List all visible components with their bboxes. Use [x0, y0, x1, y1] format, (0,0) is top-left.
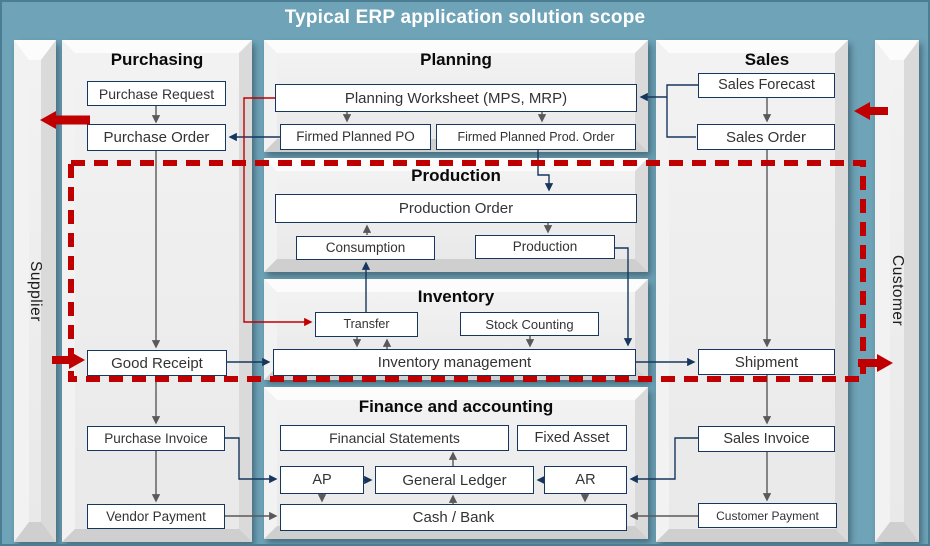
production-box: Production — [475, 235, 615, 259]
supplier-bar: Supplier — [14, 40, 56, 542]
ap-box: AP — [280, 466, 364, 494]
supplier-label: Supplier — [27, 260, 44, 322]
ar-box: AR — [544, 466, 627, 494]
purchasing-header: Purchasing — [110, 50, 204, 69]
sales-header: Sales — [744, 50, 790, 69]
purchase-order-box: Purchase Order — [87, 124, 226, 151]
inventory-management-box: Inventory management — [273, 349, 636, 376]
stock-counting-box: Stock Counting — [460, 312, 599, 336]
good-receipt-box: Good Receipt — [87, 350, 227, 376]
finance-header: Finance and accounting — [358, 397, 554, 416]
inventory-header: Inventory — [417, 287, 495, 306]
fixed-asset-box: Fixed Asset — [517, 425, 627, 451]
production-order-box: Production Order — [275, 194, 637, 223]
planning-worksheet-box: Planning Worksheet (MPS, MRP) — [275, 84, 637, 112]
sales-forecast-box: Sales Forecast — [698, 73, 835, 98]
production-header: Production — [411, 166, 501, 185]
general-ledger-box: General Ledger — [375, 466, 534, 494]
transfer-box: Transfer — [315, 312, 418, 337]
planning-header: Planning — [420, 50, 492, 69]
shipment-box: Shipment — [698, 349, 835, 375]
firmed-planned-po-box: Firmed Planned PO — [280, 124, 431, 150]
consumption-box: Consumption — [296, 236, 435, 260]
sales-panel — [656, 40, 848, 542]
purchase-request-box: Purchase Request — [87, 81, 226, 106]
financial-statements-box: Financial Statements — [280, 425, 509, 451]
firmed-planned-prod-order-box: Firmed Planned Prod. Order — [436, 124, 636, 150]
customer-label: Customer — [889, 255, 906, 327]
diagram-title: Typical ERP application solution scope — [284, 7, 646, 28]
customer-payment-box: Customer Payment — [698, 503, 837, 528]
vendor-payment-box: Vendor Payment — [87, 504, 225, 529]
purchase-invoice-box: Purchase Invoice — [87, 426, 225, 451]
sales-invoice-box: Sales Invoice — [698, 426, 835, 452]
sales-order-box: Sales Order — [697, 124, 835, 150]
cash-bank-box: Cash / Bank — [280, 504, 627, 531]
customer-bar: Customer — [875, 40, 919, 542]
purchasing-panel — [62, 40, 252, 542]
